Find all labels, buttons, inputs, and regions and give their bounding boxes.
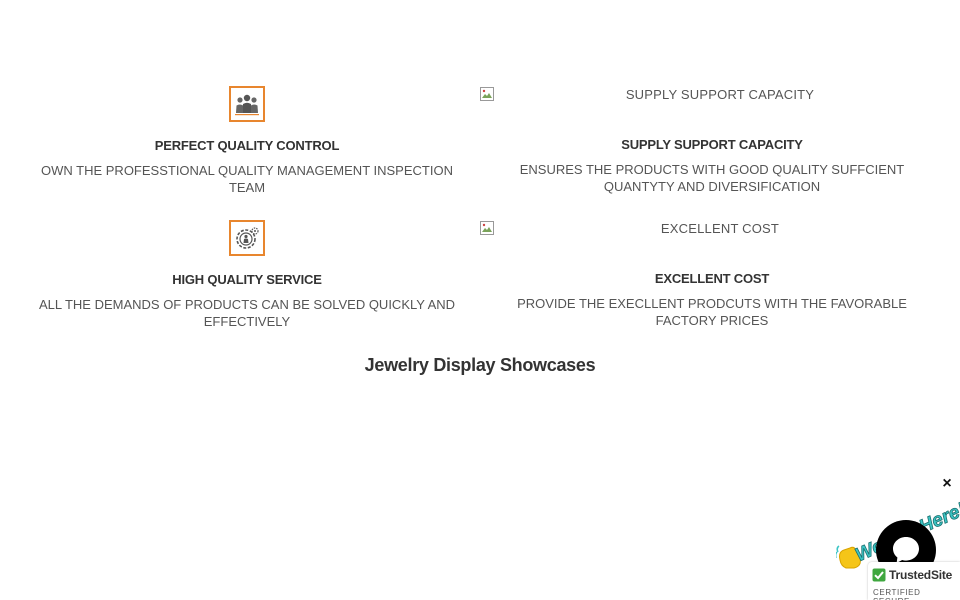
chat-bubble-icon: [893, 537, 919, 563]
feature-supply-capacity: SUPPLY SUPPORT CAPACITY SUPPLY SUPPORT C…: [480, 84, 944, 195]
we-are-here-greeting: We Are Here!: [836, 499, 960, 569]
feature-image: EXCELLENT COST: [480, 218, 944, 256]
feature-quality-service: HIGH QUALITY SERVICE ALL THE DEMANDS OF …: [15, 218, 479, 330]
feature-quality-control: PERFECT QUALITY CONTROL OWN THE PROFESST…: [15, 84, 479, 196]
feature-description: ALL THE DEMANDS OF PRODUCTS CAN BE SOLVE…: [38, 297, 456, 329]
feature-description: ENSURES THE PRODUCTS WITH GOOD QUALITY S…: [519, 162, 905, 194]
team-icon: [229, 86, 265, 122]
feature-description: PROVIDE THE EXECLLENT PRODCUTS WITH THE …: [517, 296, 907, 328]
broken-image-icon: [480, 221, 494, 235]
feature-excellent-cost: EXCELLENT COST EXCELLENT COST PROVIDE TH…: [480, 218, 944, 329]
feature-title: HIGH QUALITY SERVICE: [172, 272, 322, 287]
checkmark-icon: [872, 568, 886, 582]
broken-image-icon: [480, 87, 494, 101]
section-title: Jewelry Display Showcases: [364, 355, 596, 375]
chat-close-button[interactable]: ×: [942, 475, 952, 492]
trustedsite-badge[interactable]: TrustedSite CERTIFIED SECURE: [868, 562, 960, 600]
service-gear-icon: [229, 220, 265, 256]
feature-image: SUPPLY SUPPORT CAPACITY: [480, 84, 944, 122]
image-alt-text: SUPPLY SUPPORT CAPACITY: [625, 87, 815, 102]
badge-brand: TrustedSite: [889, 568, 953, 582]
badge-tagline: CERTIFIED SECURE: [873, 588, 921, 600]
waving-hand-icon: [836, 545, 861, 569]
image-alt-text: EXCELLENT COST: [660, 221, 780, 236]
feature-description: OWN THE PROFESSTIONAL QUALITY MANAGEMENT…: [41, 163, 453, 195]
feature-title: SUPPLY SUPPORT CAPACITY: [621, 137, 803, 152]
feature-title: EXCELLENT COST: [654, 271, 770, 286]
feature-title: PERFECT QUALITY CONTROL: [154, 138, 340, 153]
